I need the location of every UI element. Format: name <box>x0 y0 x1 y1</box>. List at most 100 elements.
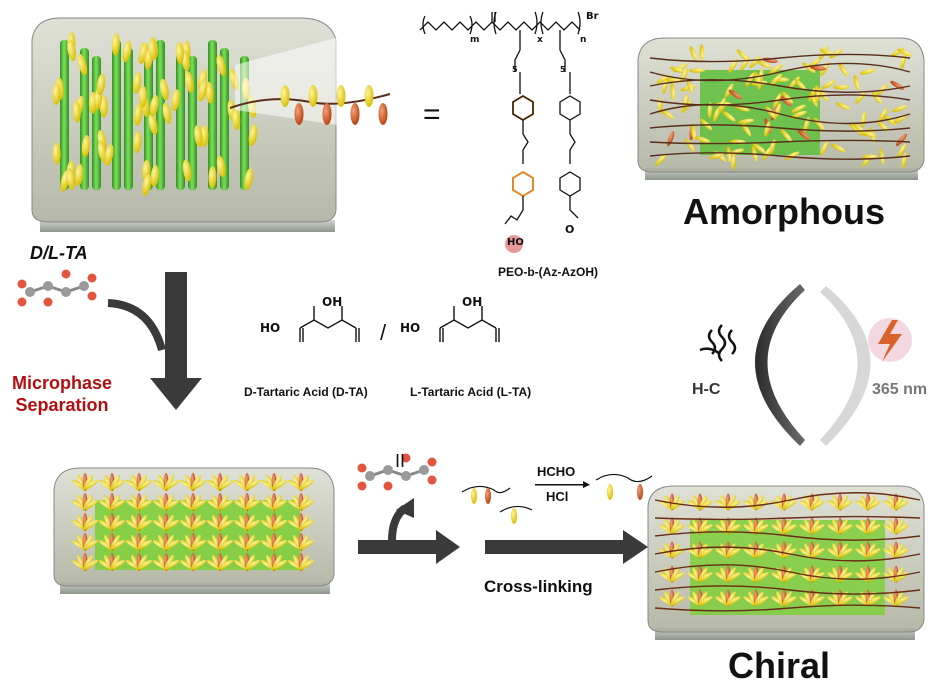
side-mesogen <box>364 85 374 107</box>
crosslinked-mesogens <box>654 492 921 612</box>
helical-mesogen <box>190 560 207 570</box>
helical-mesogen <box>837 524 853 534</box>
helical-mesogen <box>865 596 881 606</box>
helical-mesogen <box>82 520 99 530</box>
random-mesogen <box>722 111 736 122</box>
microphase-separation-label: Microphase Separation <box>12 372 112 416</box>
helical-mesogen <box>837 596 853 606</box>
helical-mesogen <box>837 548 853 558</box>
random-mesogen <box>853 74 860 91</box>
helical-mesogen <box>271 540 288 550</box>
hydroxyl-highlight <box>505 235 523 253</box>
random-mesogen <box>684 138 695 152</box>
helical-mesogen <box>865 548 881 558</box>
mesogen <box>66 168 76 190</box>
subscript-x: x <box>537 35 543 45</box>
lightning-icon <box>868 318 912 362</box>
side-mesogen <box>280 85 290 107</box>
random-mesogen <box>895 133 908 147</box>
mesogen <box>194 124 203 147</box>
helical-mesogen <box>809 548 825 558</box>
mesogen <box>67 39 76 62</box>
mesogen <box>198 79 208 102</box>
random-mesogen <box>726 146 732 163</box>
carbon-atom <box>79 281 89 291</box>
helical-mesogen <box>244 560 261 570</box>
helical-mesogen <box>109 500 126 510</box>
mesogen <box>216 54 226 77</box>
mesogen <box>185 71 194 93</box>
helical-mesogen <box>190 520 207 530</box>
helical-mesogen <box>669 572 685 582</box>
oxygen-atom <box>17 297 27 307</box>
chain <box>649 103 911 125</box>
subscript-m: m <box>470 35 480 45</box>
random-mesogen <box>752 143 766 154</box>
carbon-atom <box>419 465 429 475</box>
zoom-beam <box>235 10 440 140</box>
random-mesogen <box>876 120 889 132</box>
box-amorphous <box>637 37 925 180</box>
helical-mesogen <box>109 540 126 550</box>
mesogen <box>244 168 254 190</box>
helical-mesogen <box>725 596 741 606</box>
l-ta-ho-left: HO <box>400 321 421 335</box>
mesogen <box>171 89 180 112</box>
helical-mesogen <box>893 596 909 606</box>
side-mesogen <box>350 103 360 125</box>
random-mesogen <box>762 146 773 161</box>
methoxy-o: O <box>565 223 575 236</box>
side-mesogen <box>322 103 332 125</box>
cylinder <box>144 56 153 190</box>
thermal-arc <box>755 284 805 446</box>
random-mesogen <box>662 78 668 94</box>
side-mesogen <box>336 85 346 107</box>
helical-mesogen <box>271 500 288 510</box>
side-mesogen <box>308 85 318 107</box>
oxygen-atom <box>427 475 437 485</box>
random-mesogen <box>655 153 667 166</box>
hcl-label: HCl <box>546 489 569 504</box>
bromine-end: Br <box>586 11 599 22</box>
mesogen <box>208 166 217 189</box>
random-mesogen <box>838 62 848 77</box>
random-mesogen <box>879 148 885 165</box>
helical-mesogen <box>298 520 315 530</box>
crosslink-chain <box>654 564 921 580</box>
chiral-label: Chiral <box>728 645 831 686</box>
mesogen <box>205 81 214 104</box>
chain <box>649 124 911 132</box>
chain-c <box>595 473 653 483</box>
mesogen <box>160 78 169 101</box>
helical-mesogen <box>109 520 126 530</box>
d-ta-ho-left: HO <box>260 321 281 335</box>
amorphous-mesogens <box>649 44 913 170</box>
random-mesogen <box>694 136 711 143</box>
crosslink-chain <box>654 585 921 595</box>
helical-mesogen <box>893 500 909 510</box>
random-mesogen <box>797 129 811 141</box>
random-mesogen <box>791 110 807 118</box>
tartaric-acid-molecule-released <box>357 453 437 491</box>
random-mesogen <box>764 121 771 137</box>
mesogen <box>138 42 148 65</box>
parallel-sign: II <box>395 451 406 471</box>
mesogen <box>122 40 132 63</box>
helical-mesogen <box>837 500 853 510</box>
helical-mesogen <box>669 500 685 510</box>
helical-mesogen <box>163 560 180 570</box>
mesogen <box>52 82 61 105</box>
l-tartaric-structure <box>439 306 500 342</box>
hydroxyl-ho: HO <box>507 237 524 248</box>
side-mesogen <box>294 103 304 125</box>
helical-mesogen <box>809 500 825 510</box>
chain-a <box>461 485 511 494</box>
mesogen <box>637 484 643 500</box>
mesogen <box>52 142 61 165</box>
down-arrow-icon <box>107 272 202 410</box>
helical-mesogens <box>71 473 315 571</box>
mesogen <box>162 102 172 124</box>
polymer-name-label: PEO-b-(Az-AzOH) <box>498 265 598 279</box>
oxygen-atom <box>87 291 97 301</box>
helical-mesogen <box>725 572 741 582</box>
